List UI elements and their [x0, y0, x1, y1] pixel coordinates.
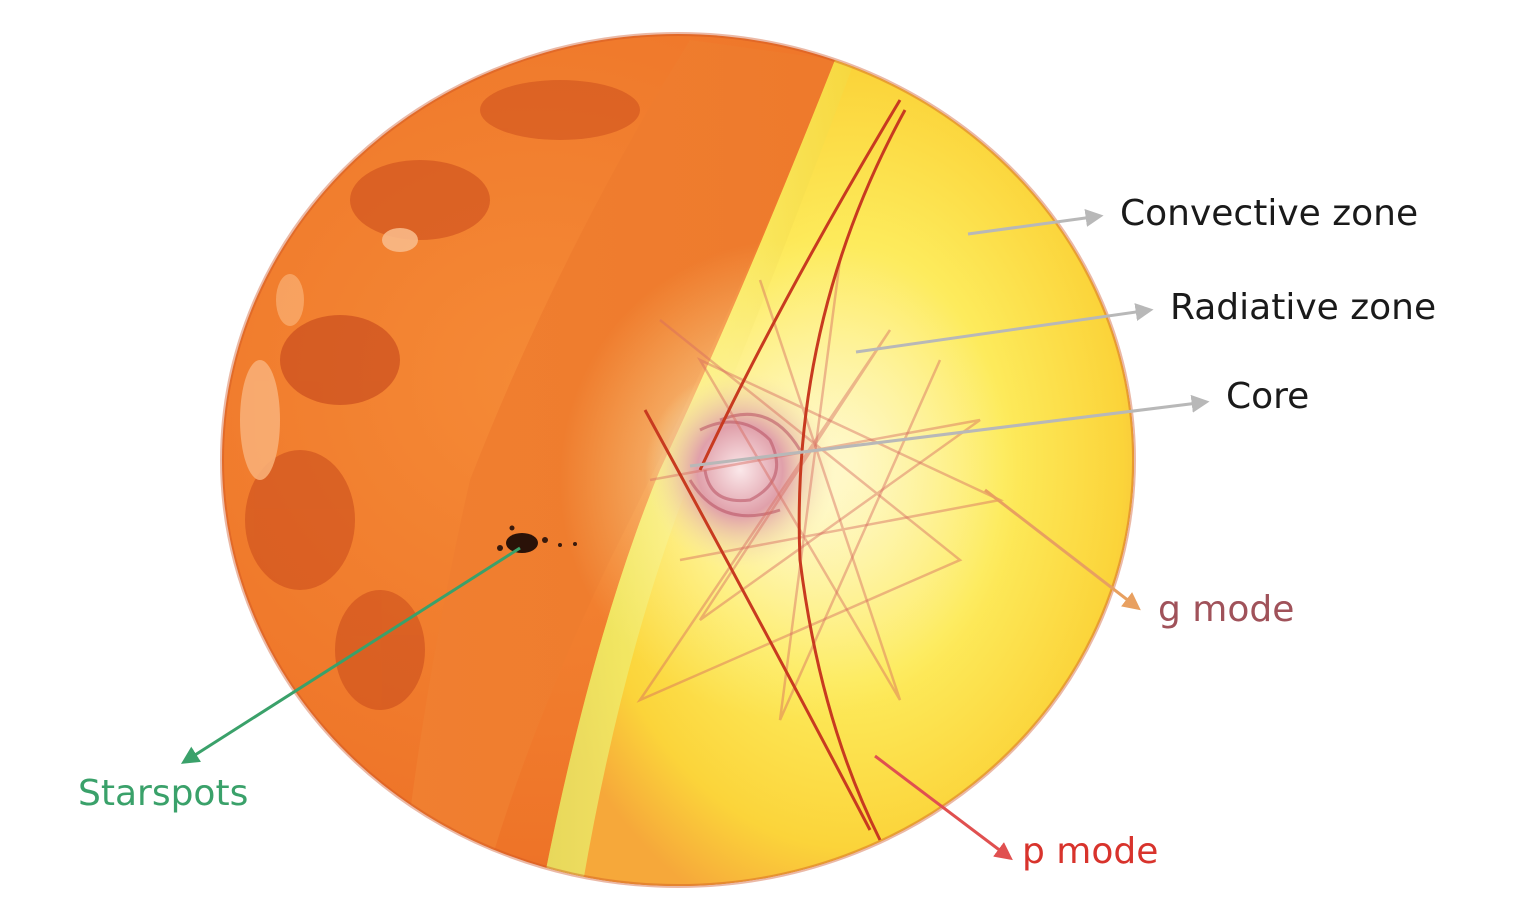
star-rim — [220, 32, 1136, 888]
convective-zone-label: Convective zone — [1120, 193, 1419, 234]
starspots-label: Starspots — [78, 773, 249, 814]
g-mode-arrow — [984, 488, 1141, 611]
g-mode-label: g mode — [1158, 589, 1295, 630]
convective-zone-arrow — [967, 209, 1104, 236]
radiative-zone-label: Radiative zone — [1170, 287, 1437, 328]
core-label: Core — [1226, 376, 1310, 417]
g-mode-ray-paths — [636, 259, 1005, 721]
p-mode-label: p mode — [1022, 831, 1159, 872]
core-region — [645, 370, 835, 570]
starspots-arrow — [180, 546, 521, 764]
p-mode-ray-paths — [643, 99, 907, 841]
cut-edge — [540, 60, 855, 886]
starspot — [497, 525, 577, 553]
star-body — [222, 34, 1134, 886]
p-mode-arrow — [874, 754, 1013, 861]
radiative-zone-arrow — [855, 303, 1154, 354]
core-swirls — [688, 412, 802, 518]
core-arrow — [689, 394, 1210, 468]
